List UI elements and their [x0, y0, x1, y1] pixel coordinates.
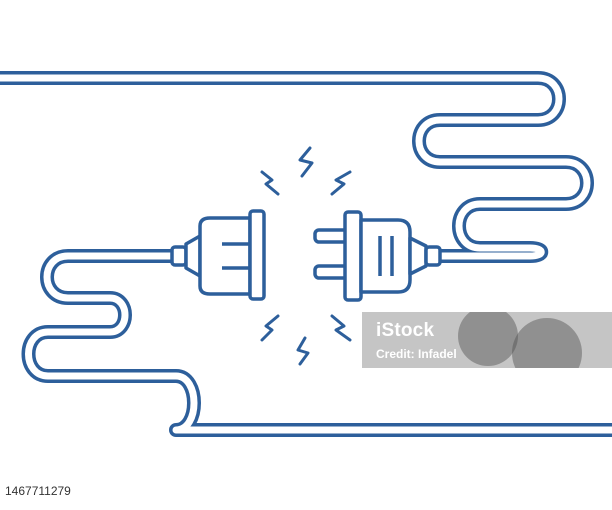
- spark-icon: [330, 170, 352, 196]
- right-plug: [313, 210, 442, 302]
- left-plug: [170, 209, 266, 301]
- spark-icons: [260, 146, 352, 366]
- top-cable: [0, 71, 594, 263]
- watermark-credit: Credit: Infadel: [376, 347, 457, 361]
- spark-icon: [296, 336, 310, 366]
- spark-icon: [260, 314, 280, 342]
- watermark-banner: iStock Credit: Infadel: [362, 312, 612, 368]
- spark-icon: [298, 146, 314, 178]
- watermark-logo: iStock: [376, 320, 435, 341]
- spark-icon: [330, 314, 352, 342]
- footer-bar: [0, 476, 612, 510]
- spark-icon: [260, 170, 280, 196]
- image-id: 1467711279: [5, 484, 71, 498]
